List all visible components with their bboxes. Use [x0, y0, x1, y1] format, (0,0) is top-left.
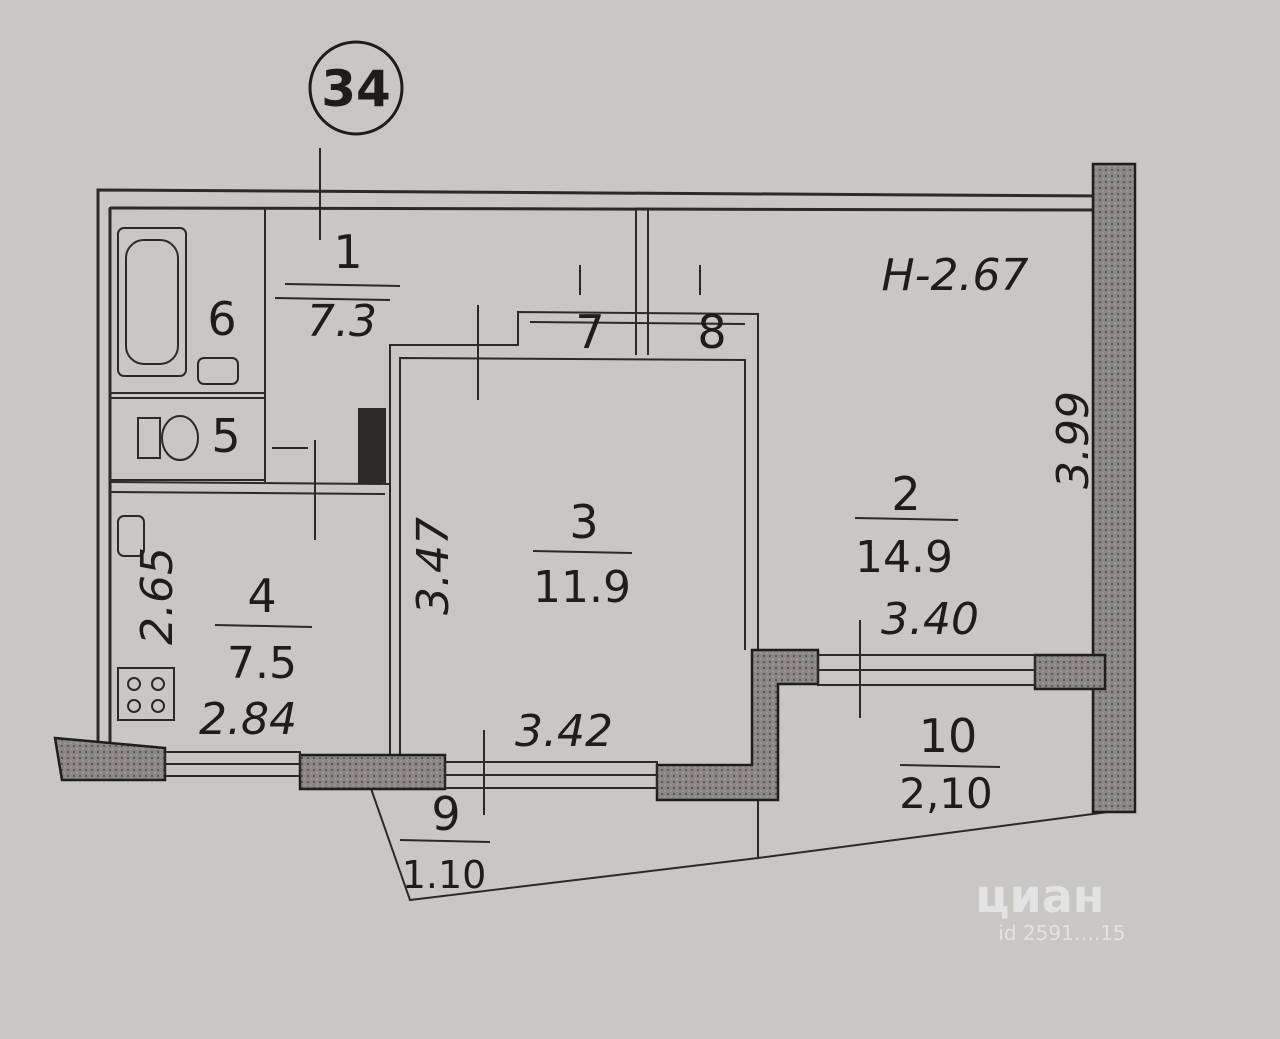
- watermark-brand: циан: [975, 869, 1104, 923]
- bearing-walls: [53, 162, 1137, 814]
- bathtub-icon: [117, 227, 187, 377]
- room-1-area: 7.3: [307, 296, 377, 347]
- watermark-id: id 2591….15: [998, 921, 1125, 945]
- dimension-ticks: [272, 148, 861, 815]
- room-3-number: 3: [569, 495, 598, 549]
- room-10-number: 10: [919, 709, 978, 763]
- room-7-number: 7: [575, 305, 604, 359]
- kitchen-sink-icon: [117, 515, 145, 557]
- fixtures: [117, 227, 239, 721]
- room-2-area: 14.9: [855, 532, 953, 583]
- room-2-number: 2: [891, 467, 920, 521]
- ceiling-height: H-2.67: [882, 250, 1029, 301]
- section-marker: 34: [308, 40, 404, 136]
- sink-icon: [197, 357, 239, 385]
- room-4-area: 7.5: [227, 638, 297, 689]
- room2-depth: 3.99: [1048, 391, 1099, 489]
- room-4-number: 4: [247, 569, 276, 623]
- windows: [164, 654, 1036, 789]
- room-labels: 1 7.3 2 14.9 3 11.9 4 7.5 5 6 7 8 9 1.10…: [207, 225, 1001, 897]
- room3-width: 3.42: [515, 706, 613, 757]
- room-9-number: 9: [431, 787, 460, 841]
- room4-depth: 2.65: [132, 547, 183, 645]
- watermark: циан id 2591….15: [975, 869, 1125, 945]
- dimension-labels: H-2.67 3.99 3.40 3.47 3.42 2.65 2.84: [132, 250, 1099, 757]
- section-number: 34: [321, 60, 391, 118]
- room-9-area: 1.10: [402, 853, 487, 897]
- toilet-icon: [161, 415, 199, 461]
- room-3-area: 11.9: [533, 562, 631, 613]
- room-8-number: 8: [697, 305, 726, 359]
- room2-width: 3.40: [881, 594, 979, 645]
- room3-depth: 3.47: [408, 517, 459, 615]
- room-1-number: 1: [333, 225, 362, 279]
- room-5-number: 5: [211, 409, 240, 463]
- room4-width: 2.84: [199, 694, 297, 745]
- room-10-area: 2,10: [899, 769, 993, 818]
- room-6-number: 6: [207, 292, 236, 346]
- stove-icon: [117, 667, 175, 721]
